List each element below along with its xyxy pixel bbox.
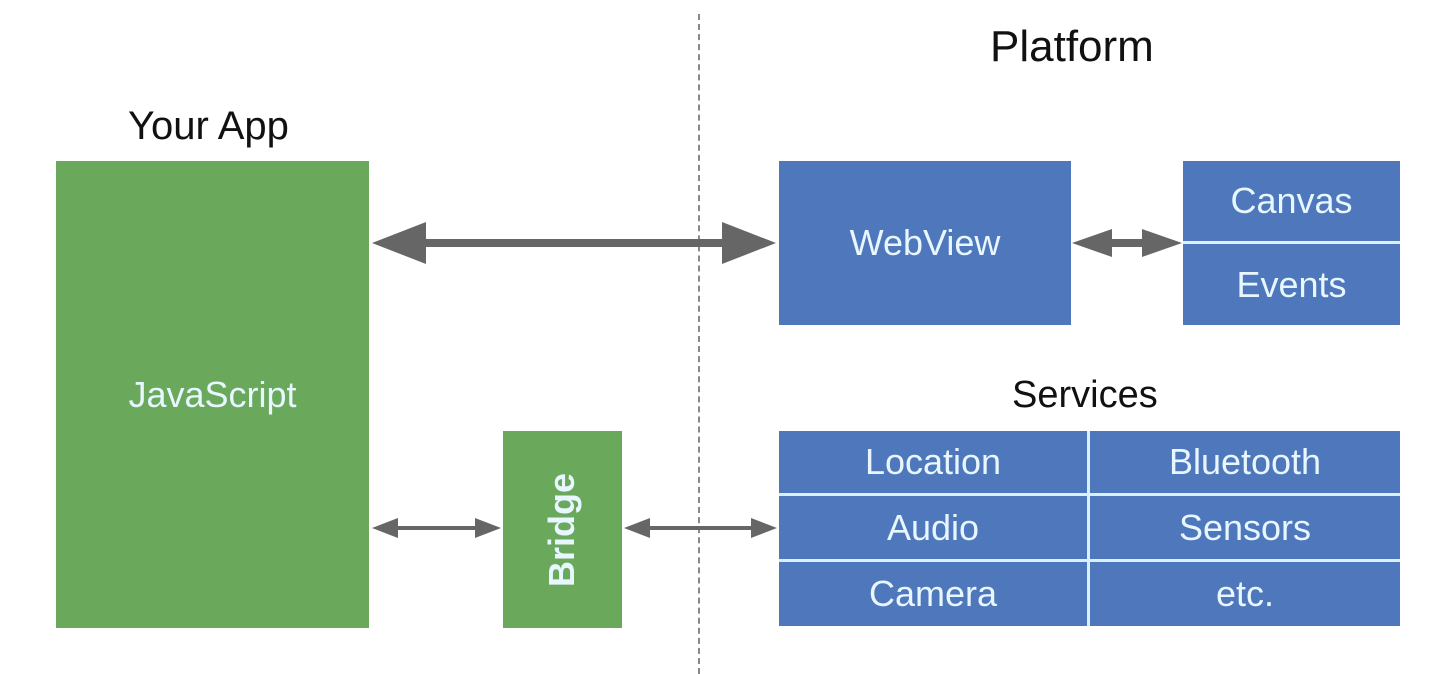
js-bridge-arrow	[372, 518, 501, 538]
service-etc: etc.	[1090, 562, 1400, 626]
service-audio: Audio	[779, 496, 1087, 559]
javascript-label: JavaScript	[128, 373, 297, 415]
services-heading: Services	[1012, 374, 1158, 416]
bridge-block: Bridge	[503, 431, 622, 628]
webview-parts-arrow	[1072, 229, 1182, 257]
service-bluetooth: Bluetooth	[1090, 431, 1400, 493]
bridge-services-arrow	[624, 518, 777, 538]
js-webview-arrow	[372, 222, 776, 264]
events-cell: Events	[1183, 244, 1400, 325]
platform-heading: Platform	[990, 22, 1154, 71]
your-app-heading: Your App	[128, 104, 289, 148]
service-location: Location	[779, 431, 1087, 493]
javascript-block: JavaScript	[56, 161, 369, 628]
webview-label: WebView	[849, 222, 1001, 263]
service-sensors: Sensors	[1090, 496, 1400, 559]
canvas-cell: Canvas	[1183, 161, 1400, 241]
service-camera: Camera	[779, 562, 1087, 626]
services-grid: Location Bluetooth Audio Sensors Camera …	[779, 431, 1400, 626]
webview-parts-stack: Canvas Events	[1183, 161, 1400, 325]
webview-block: WebView	[779, 161, 1071, 325]
app-platform-divider	[698, 14, 700, 674]
